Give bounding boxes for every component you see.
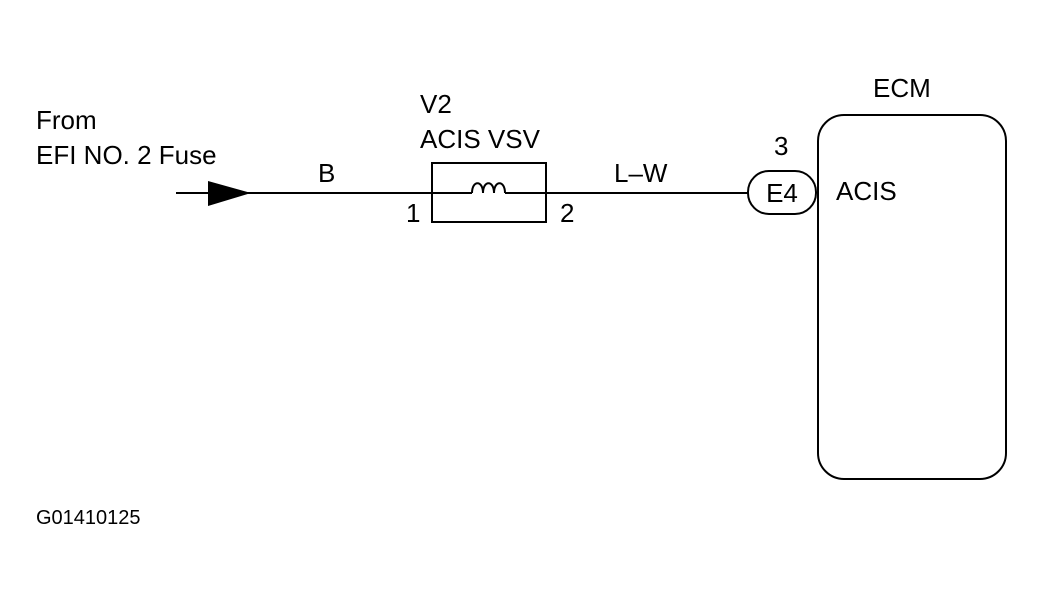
wire-lw-color-label: L–W [614, 158, 668, 188]
connector-code: E4 [766, 178, 798, 208]
vsv-code: V2 [420, 89, 452, 119]
source-label-line1: From [36, 105, 97, 135]
connector-pin-number: 3 [774, 131, 788, 161]
figure-id: G01410125 [36, 507, 141, 529]
ecm-box [817, 114, 1007, 480]
wire-b-color-label: B [318, 158, 335, 188]
vsv-pin-1: 1 [406, 198, 420, 228]
arrow-icon [208, 181, 251, 206]
vsv-name: ACIS VSV [420, 124, 541, 154]
coil-icon [432, 182, 546, 194]
connector-e4 [747, 170, 817, 215]
ecm-title: ECM [873, 73, 931, 103]
vsv-pin-2: 2 [560, 198, 574, 228]
ecm-terminal-acis: ACIS [836, 176, 897, 206]
source-label-line2: EFI NO. 2 Fuse [36, 140, 217, 170]
